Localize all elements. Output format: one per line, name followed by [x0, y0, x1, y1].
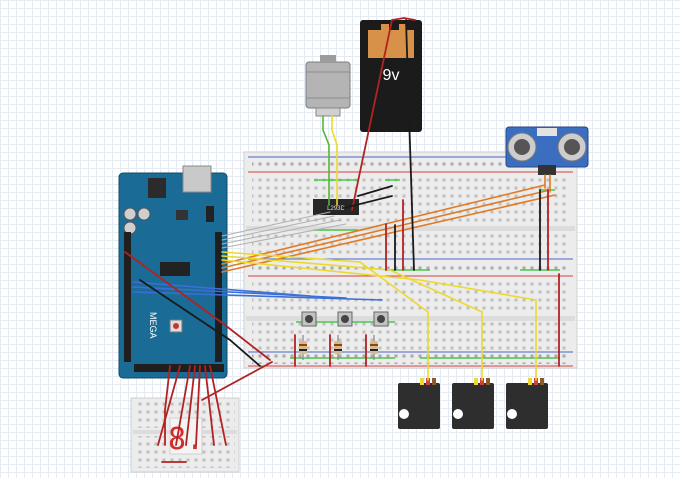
dc-motor	[305, 55, 351, 117]
push-button	[337, 311, 353, 327]
servo-motor	[398, 378, 440, 429]
battery-label: 9v	[383, 67, 400, 84]
motor-driver-label: L293D	[327, 206, 345, 212]
9v-battery: 9v	[360, 20, 422, 132]
wire-bundle	[124, 17, 560, 463]
motor-driver-chip: L293D	[313, 199, 359, 215]
arduino-mega-board: MEGA	[118, 165, 228, 379]
resistor	[299, 335, 307, 360]
ultrasonic-sensor	[505, 126, 589, 175]
servo-motor	[452, 378, 494, 429]
push-button	[301, 311, 317, 327]
resistor	[370, 335, 378, 360]
push-button	[373, 311, 389, 327]
servo-motor	[506, 378, 548, 429]
arduino-model-label: MEGA	[148, 312, 158, 339]
resistor	[334, 335, 342, 360]
